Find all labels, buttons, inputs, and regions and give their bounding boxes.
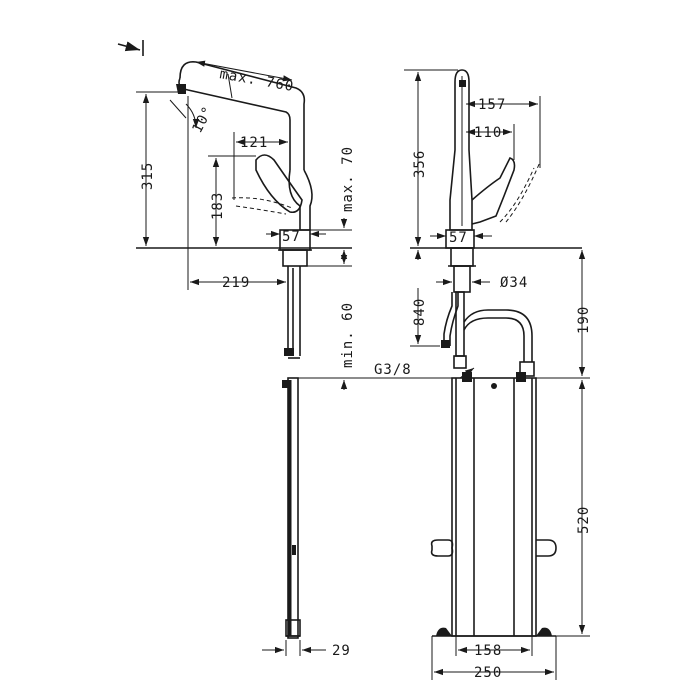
dimension-190: 190 [576,250,592,376]
dimension-520: 520 [536,380,592,637]
dimension-max-70: max. 70 [310,146,356,259]
svg-text:190: 190 [576,306,592,334]
dimension-angle-10: 10° [169,99,217,136]
svg-text:520: 520 [576,506,592,534]
svg-text:10°: 10° [189,103,216,135]
dimension-250: 250 [431,636,557,681]
view-direction-arrow [117,40,144,56]
dimension-840: 840 [410,250,440,347]
g38-leader: G3/8 [374,362,475,379]
svg-text:250: 250 [474,665,502,681]
hose-box [430,372,557,637]
front-connector [441,247,535,377]
svg-text:110: 110 [474,125,502,141]
dimension-57-side: 57 [266,229,326,245]
svg-text:158: 158 [474,643,502,659]
svg-text:840: 840 [412,298,428,326]
faucet-body [231,154,313,267]
dimension-57-front: 57 [430,230,492,246]
svg-text:315: 315 [140,162,156,190]
front-spout [445,69,541,249]
svg-text:min. 60: min. 60 [340,302,356,368]
front-view: 356 157 110 57 Ø34 [300,69,592,681]
svg-text:121: 121 [240,135,268,151]
svg-text:max. 760: max. 760 [218,66,295,95]
dimension-158: 158 [455,636,533,659]
svg-text:219: 219 [222,275,250,291]
dimension-110: 110 [466,124,515,160]
dimension-356: 356 [404,69,458,246]
dimension-d34: Ø34 [436,275,528,291]
svg-text:57: 57 [282,229,301,245]
svg-text:G3/8: G3/8 [374,362,412,378]
side-hoses [282,266,301,639]
dimension-315: 315 [136,91,182,246]
svg-text:157: 157 [478,97,506,113]
dimension-219: 219 [187,96,286,291]
svg-text:57: 57 [449,230,468,246]
svg-text:183: 183 [210,192,226,220]
dimension-max-760: max. 760 [195,60,295,95]
dimension-min-60: min. 60 [298,254,356,390]
dimension-157: 157 [466,96,541,168]
side-view: max. 760 10° 315 183 121 [117,40,356,659]
svg-text:max. 70: max. 70 [340,146,356,212]
svg-text:356: 356 [412,150,428,178]
svg-text:29: 29 [332,643,351,659]
dimension-183: 183 [208,155,256,246]
svg-text:Ø34: Ø34 [500,275,528,291]
dimension-121: 121 [233,128,291,200]
dimension-29: 29 [262,640,351,659]
